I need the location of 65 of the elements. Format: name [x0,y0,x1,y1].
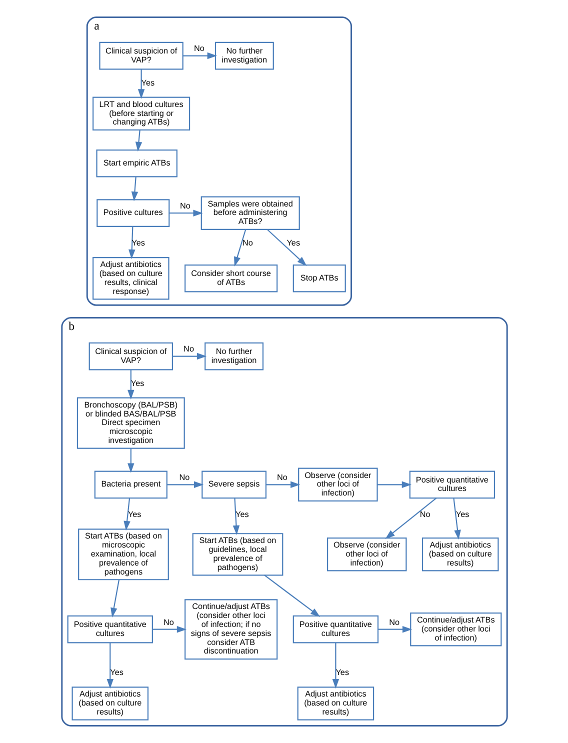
edge-label: No [242,238,252,248]
node-box: Bacteria present [94,470,167,499]
node-box: Adjust antibiotics (based on culture results, clinical response) [92,257,169,300]
arrow [376,481,412,488]
arrow [134,130,142,152]
node-box: Start ATBs (based on microscopic examination, local prevalence of pathogens [78,528,168,580]
node-box: Positive quantitative cultures [408,470,495,499]
arrow [452,498,460,540]
arrow [234,229,246,266]
node-box: Continue/adjust ATBs (consider other loci of infection; if no signs of severe sepsis consider ATB discontinuation [184,599,278,660]
node-box: Start empiric ATBs [96,149,177,178]
arrow [166,481,204,488]
arrow [127,448,134,473]
node-box: Positive cultures [96,199,170,227]
node-box: No further investigation [204,342,264,370]
arrow [266,229,306,266]
node-box: Adjust antibiotics (based on culture results) [296,686,374,720]
node-box: Stop ATBs [292,264,346,292]
edge-label: Yes [286,238,300,248]
edge-label: No [388,618,400,627]
node-box: Positive quantitative cultures [66,615,152,644]
edge-label: No [178,473,190,482]
arrow [182,52,216,60]
edge-label: No [193,44,204,54]
edge-label: No [276,473,287,482]
node-box: Severe sepsis [201,470,266,499]
node-box: Observe (consider other loci of infection) [326,538,406,572]
edge-label: Yes [335,668,349,678]
arrow [152,626,186,633]
node-box: Samples were obtained before administering ATBs? [200,196,300,230]
edge-label: Yes [455,510,469,520]
edge-label: Yes [127,510,141,520]
node-box: Consider short course of ATBs [184,264,278,292]
node-box: Start ATBs (based on guidelines, local prevalence of pathogens) [192,533,283,576]
arrow [106,642,114,689]
edge-label: Yes [140,78,154,88]
arrow [128,226,135,260]
arrow [127,370,134,400]
arrow [110,580,120,618]
edge-label: No [183,344,194,354]
node-box: Clinical suspicion of VAP? [88,342,173,370]
arrow [168,210,202,216]
node-box: Continue/adjust ATBs (consider other loci of infection) [410,612,502,646]
edge-label: No [163,618,174,627]
edge-label: No [419,510,430,520]
node-box: Bronchoscopy (BAL/PSB) or blinded BAS/BAL/PSB Direct specimen microscopic investigation [76,397,184,449]
node-box: Adjust antibiotics (based on culture results) [71,686,148,720]
node-box: LRT and blood cultures (before starting or changing ATBs) [92,96,190,131]
node-box: Observe (consider other loci of infection) [298,468,378,502]
arrow [232,498,240,536]
arrow [137,69,144,99]
arrow [264,574,320,617]
arrow [332,642,339,689]
node-box: Clinical suspicion of VAP? [98,42,183,70]
node-box: Adjust antibiotics (based on culture results) [421,538,498,572]
arrow [130,176,138,202]
arrow [266,481,300,488]
edge-label: No [180,201,190,210]
node-box: No further investigation [214,42,274,70]
arrow [172,352,206,360]
arrow [123,498,130,531]
arrow [378,626,412,633]
node-box: Positive quantitative cultures [292,615,378,644]
edge-label: Yes [110,668,123,678]
arrow [384,498,436,539]
